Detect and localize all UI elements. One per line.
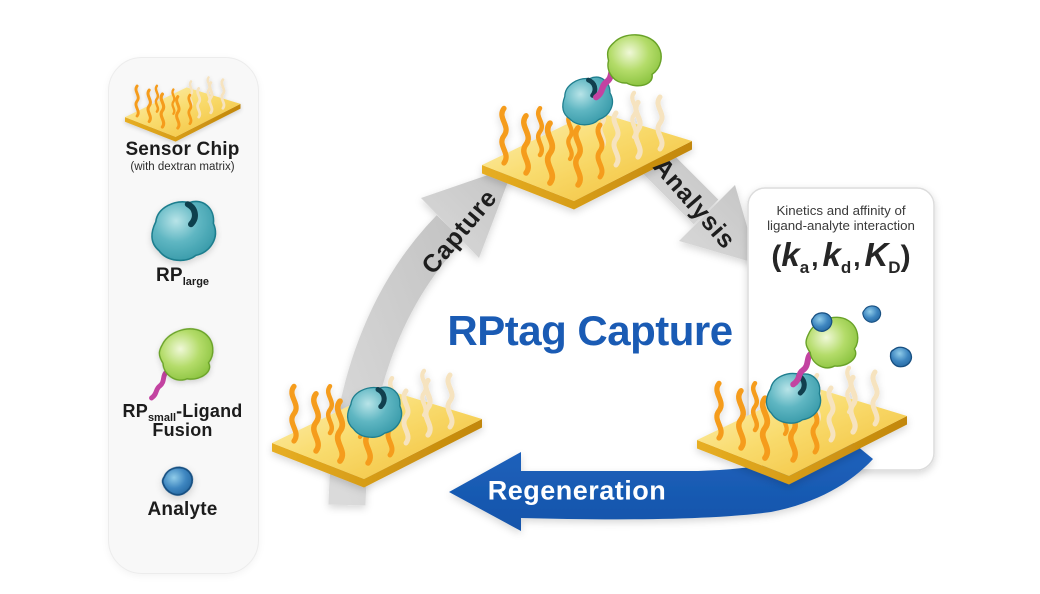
formula-ka: k (781, 236, 800, 273)
analysis-step-label: Analysis (647, 152, 742, 255)
formula-close-paren: ) (900, 240, 911, 273)
rp-large-sub: large (182, 276, 210, 288)
legend-rp-large-label: RPlarge (108, 265, 257, 289)
legend-rp-fusion-label-line2: Fusion (152, 420, 213, 440)
rp-fusion-base: RP (122, 401, 148, 421)
legend-sensor-chip-note: (with dextran matrix) (130, 161, 235, 173)
formula-separator: , (811, 242, 819, 272)
rp-large-base: RP (155, 265, 183, 286)
kinetics-box-line1: Kinetics and affinity of (776, 203, 906, 218)
formula-ka-sub: a (799, 258, 810, 277)
diagram-title: RPtag Capture (447, 307, 733, 354)
regeneration-arrow (449, 436, 873, 531)
legend-rp-fusion-label-line1: RPsmall-Ligand (108, 401, 257, 425)
rp-fusion-suffix: -Ligand (176, 401, 243, 421)
formula-KD: K (864, 236, 889, 273)
legend-analyte-label: Analyte (147, 499, 218, 520)
capture-step-label: Capture (416, 183, 503, 280)
formula-KD-sub: D (888, 258, 901, 277)
kinetics-box-line2: ligand-analyte interaction (767, 218, 915, 233)
legend-sensor-chip-label: Sensor Chip (125, 139, 240, 160)
formula-open-paren: ( (771, 240, 782, 273)
formula-kd: k (822, 236, 841, 273)
formula-separator: , (853, 242, 861, 272)
rp-fusion-sub: small (147, 412, 177, 424)
regeneration-step-label: Regeneration (487, 475, 667, 506)
kinetics-formula: (ka,kd,KD) (748, 236, 934, 277)
formula-kd-sub: d (840, 258, 852, 277)
